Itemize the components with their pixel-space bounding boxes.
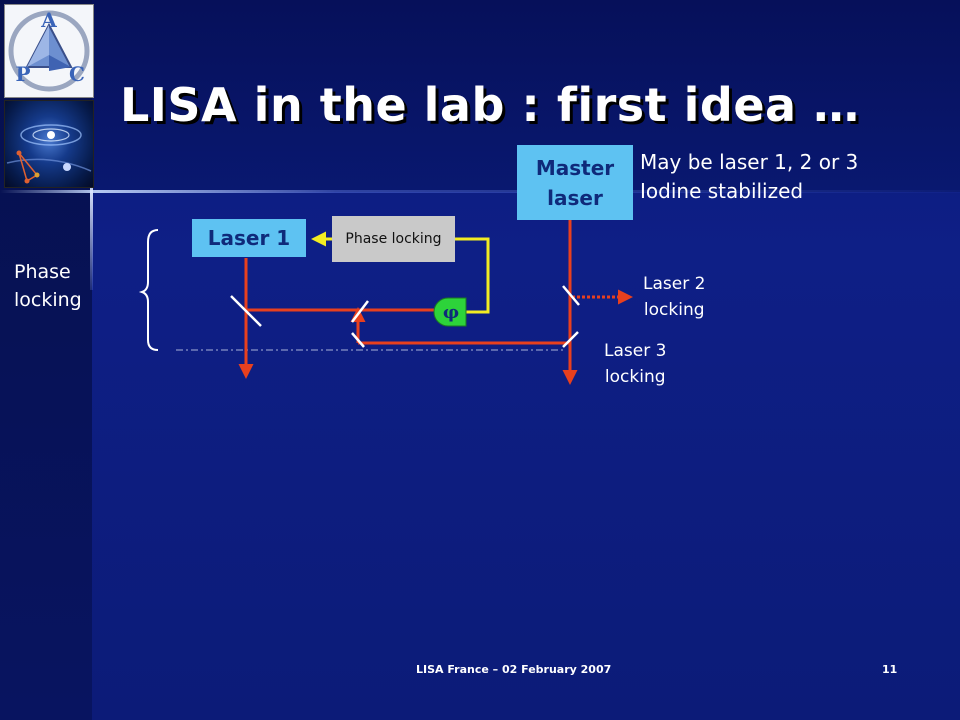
- laser2-line1: Laser 2: [643, 274, 706, 294]
- phase-locking-box: Phase locking: [332, 216, 455, 262]
- laser3-line2: locking: [604, 367, 666, 387]
- slide-title: LISA in the lab : first idea …: [120, 78, 860, 132]
- laser2-locking-label: Laser 2 locking: [643, 271, 705, 323]
- lisa-constellation-image: [4, 100, 94, 188]
- phase-locking-brace: [138, 229, 159, 351]
- footer-text: LISA France – 02 February 2007: [416, 663, 612, 676]
- beam-splitter-3: [562, 285, 580, 306]
- laser1-box: Laser 1: [192, 219, 306, 257]
- beam-splitter-1: [230, 295, 262, 327]
- master-laser-line1: Master: [535, 155, 615, 180]
- logo-letter-c: C: [69, 62, 85, 86]
- laser2-line2: locking: [643, 300, 705, 320]
- photodetector-icon: [433, 297, 467, 327]
- mirror-1: [351, 332, 365, 348]
- side-label-line1: Phase: [14, 261, 71, 283]
- apc-logo-icon: A P C: [8, 8, 90, 92]
- decorative-horizontal-line: [0, 190, 960, 193]
- laser3-line1: Laser 3: [604, 341, 667, 361]
- master-laser-box: Master laser: [517, 145, 633, 220]
- side-label-line2: locking: [14, 289, 82, 311]
- master-laser-line2: laser: [547, 185, 603, 210]
- apc-logo: A P C: [4, 4, 94, 98]
- laser3-locking-label: Laser 3 locking: [604, 338, 666, 390]
- page-number: 11: [882, 663, 898, 676]
- beam-splitter-2: [351, 300, 369, 323]
- logo-letter-p: P: [15, 62, 30, 86]
- note-line2: Iodine stabilized: [640, 179, 804, 203]
- note-line1: May be laser 1, 2 or 3: [640, 150, 859, 174]
- master-laser-note: May be laser 1, 2 or 3 Iodine stabilized: [640, 148, 858, 206]
- phase-locking-side-label: Phase locking: [14, 258, 82, 314]
- galaxy-icon: [6, 124, 92, 184]
- logo-letter-a: A: [40, 8, 57, 32]
- phase-symbol: φ: [443, 302, 459, 323]
- decorative-vertical-line: [90, 150, 93, 290]
- beam-splitter-4: [562, 331, 579, 348]
